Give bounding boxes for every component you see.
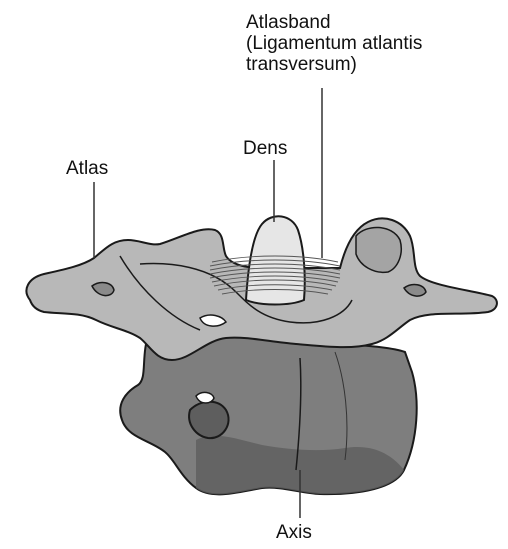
label-atlasband: Atlasband (Ligamentum atlantis transvers… <box>246 12 422 75</box>
label-dens: Dens <box>243 138 287 159</box>
label-axis: Axis <box>276 522 312 543</box>
label-atlasband-line2: (Ligamentum atlantis <box>246 33 422 54</box>
label-atlasband-line1: Atlasband <box>246 12 422 33</box>
label-atlasband-line3: transversum) <box>246 54 422 75</box>
label-atlas: Atlas <box>66 158 108 179</box>
